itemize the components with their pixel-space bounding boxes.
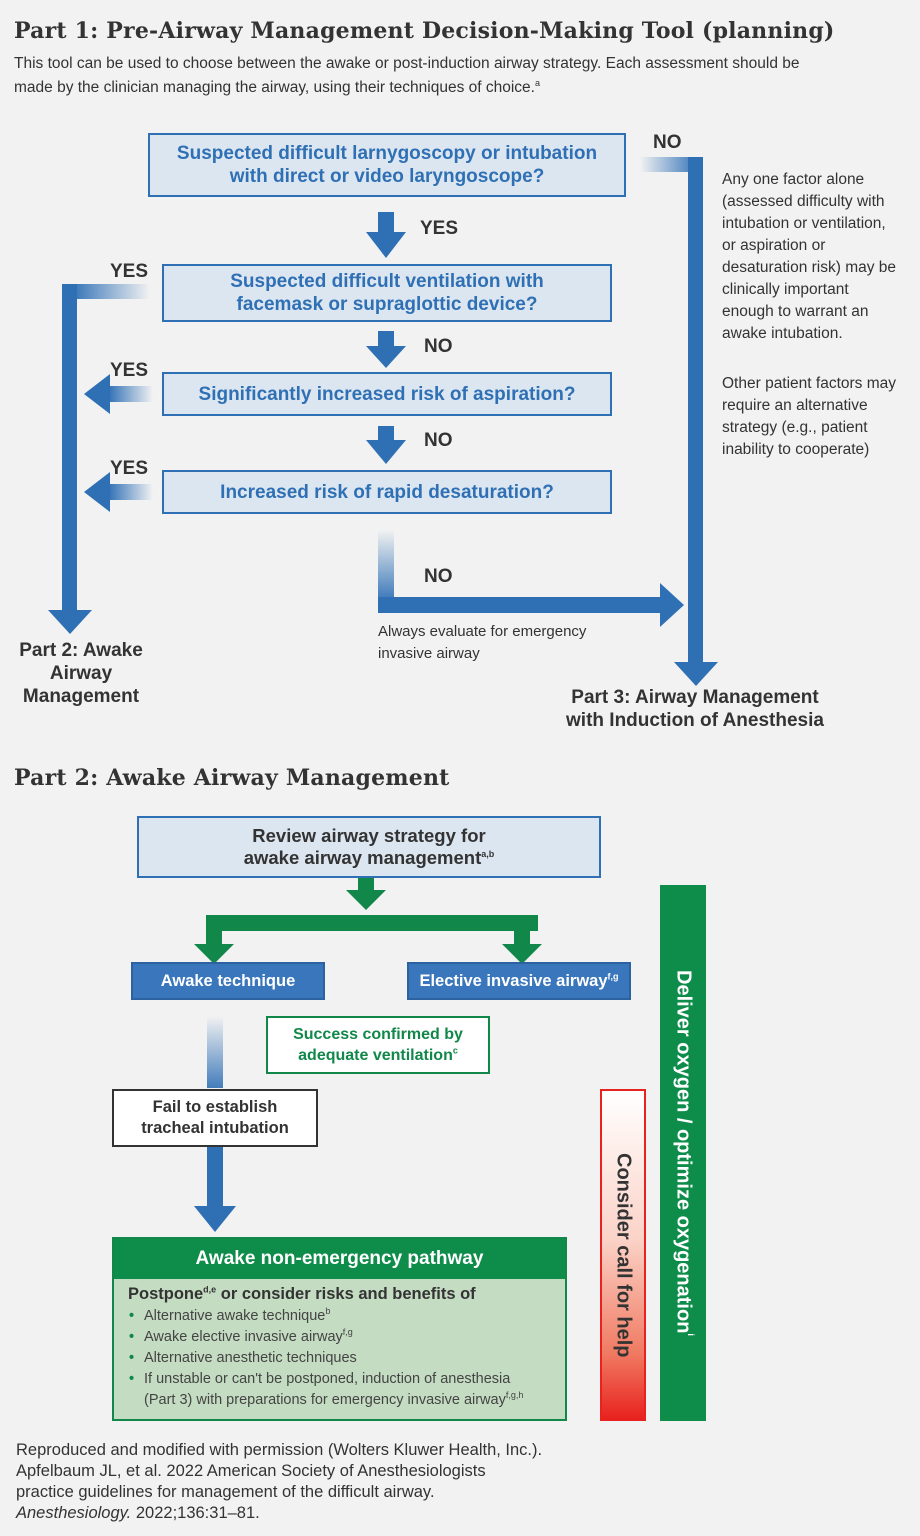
end-part3-induction: Part 3: Airway Management with Induction… bbox=[566, 687, 824, 731]
label-no-q4: NO bbox=[424, 566, 453, 587]
green-split-arrow bbox=[194, 878, 542, 964]
down-arrow-1 bbox=[366, 212, 406, 258]
part1-intro: This tool can be used to choose between … bbox=[14, 55, 800, 96]
part2-connectors bbox=[194, 878, 542, 1232]
pathway-subtitle: Postponed,e or consider risks and benefi… bbox=[128, 1284, 476, 1303]
question-aspiration-risk: Significantly increased risk of aspirati… bbox=[162, 372, 612, 416]
blue-down-arrow-fail bbox=[194, 1146, 236, 1232]
yes-arrow-q4 bbox=[84, 472, 153, 512]
emergency-airway-note: Always evaluate for emergency invasive a… bbox=[378, 623, 587, 662]
side-note-factors: Any one factor alone (assessed difficult… bbox=[722, 171, 897, 342]
list-item: (Part 3) with preparations for emergency… bbox=[144, 1390, 524, 1408]
list-item: Alternative anesthetic techniques bbox=[129, 1348, 565, 1369]
label-yes-q4: YES bbox=[110, 458, 149, 479]
no-path-bottom bbox=[378, 530, 684, 627]
side-note-other-factors: Other patient factors may require an alt… bbox=[722, 375, 897, 458]
end-part2-awake: Part 2: Awake Airway Management bbox=[19, 640, 143, 707]
part2-title: Part 2: Awake Airway Management bbox=[14, 765, 450, 791]
deliver-oxygen-band: Deliver oxygen / optimize oxygenationi bbox=[660, 885, 706, 1421]
question-difficult-laryngoscopy: Suspected difficult larnygoscopy or intu… bbox=[148, 133, 626, 197]
down-arrow-3 bbox=[366, 426, 406, 464]
down-arrow-2 bbox=[366, 331, 406, 368]
label-no-q3: NO bbox=[424, 430, 453, 451]
label-no-q1: NO bbox=[653, 132, 682, 153]
consider-call-for-help-band: Consider call for help bbox=[600, 1089, 646, 1421]
label-yes-q3: YES bbox=[110, 360, 149, 381]
pathway-options-list: Alternative awake techniqueb Awake elect… bbox=[114, 1306, 565, 1411]
part1-connectors bbox=[48, 157, 718, 686]
list-item: Awake elective invasive airwayf,g bbox=[129, 1327, 565, 1348]
question-desaturation-risk: Increased risk of rapid desaturation? bbox=[162, 470, 612, 514]
part1-title: Part 1: Pre-Airway Management Decision-M… bbox=[14, 18, 835, 44]
blue-fade-connector bbox=[207, 1016, 223, 1088]
label-yes-q2: YES bbox=[110, 261, 149, 282]
elective-invasive-airway-box: Elective invasive airwayf,g bbox=[407, 962, 631, 1000]
citation-footer: Reproduced and modified with permission … bbox=[16, 1441, 543, 1522]
label-no-q2: NO bbox=[424, 336, 453, 357]
label-yes-q1: YES bbox=[420, 218, 459, 239]
awake-technique-box: Awake technique bbox=[131, 962, 325, 1000]
pathway-title: Awake non-emergency pathway bbox=[114, 1239, 565, 1279]
list-item: Alternative awake techniqueb bbox=[129, 1306, 565, 1327]
yes-arrow-q3 bbox=[84, 374, 153, 414]
awake-non-emergency-pathway: Awake non-emergency pathway Postponed,e … bbox=[112, 1237, 567, 1421]
no-path-right bbox=[640, 157, 718, 686]
list-item: If unstable or can't be postponed, induc… bbox=[129, 1369, 565, 1390]
yes-path-left bbox=[48, 284, 150, 634]
